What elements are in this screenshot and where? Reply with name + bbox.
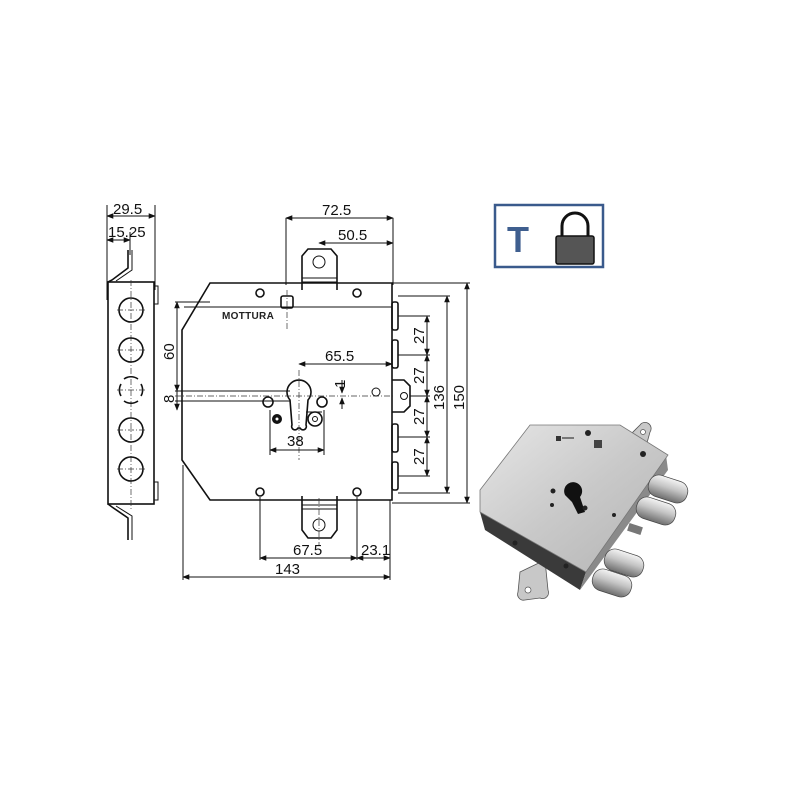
dim-inner-height: 136	[431, 385, 448, 410]
dim-cylinder-width: 38	[287, 433, 304, 450]
dim-bolt-spacing-3: 27	[411, 408, 428, 425]
dim-bolt-spacing-1: 27	[411, 327, 428, 344]
dim-bolt-spacing-2: 27	[411, 367, 428, 384]
faceplate-bolt-holes	[117, 297, 145, 482]
dim-bottom-inner: 67.5	[293, 542, 322, 559]
dim-60: 60	[161, 343, 178, 360]
dim-bolt-spacing-4: 27	[411, 448, 428, 465]
front-view: 72.5 50.5 MOTTURA 60 8	[161, 202, 470, 580]
dim-side-total: 29.5	[113, 201, 142, 218]
side-view: 29.5 15.25	[106, 201, 159, 540]
dim-bottom-edge: 23.1	[361, 542, 390, 559]
dim-total-width: 143	[275, 561, 300, 578]
lock-type-badge: T	[493, 203, 605, 269]
dim-cylinder-to-edge: 65.5	[325, 348, 354, 365]
bolt-outlets	[391, 301, 411, 491]
dim-8: 8	[161, 395, 178, 403]
badge-letter: T	[507, 219, 529, 260]
dim-side-inner: 15.25	[108, 224, 146, 241]
dim-top-inner: 50.5	[338, 227, 367, 244]
dim-total-height: 150	[451, 385, 468, 410]
lock-product-render	[479, 422, 689, 601]
dim-1: 1	[332, 380, 349, 388]
dim-top-outer: 72.5	[322, 202, 351, 219]
bolts-render	[591, 474, 689, 598]
padlock-icon	[555, 211, 595, 265]
brand-label: MOTTURA	[222, 311, 274, 322]
